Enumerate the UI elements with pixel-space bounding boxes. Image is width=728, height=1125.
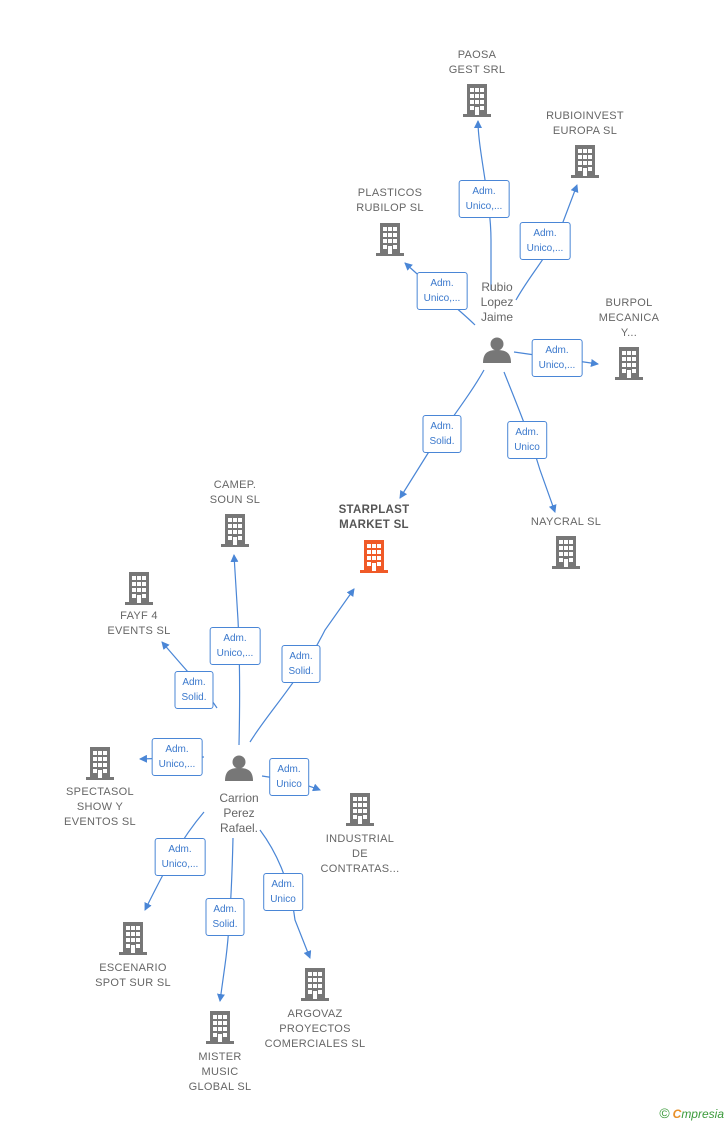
company-label-camep[interactable]: CAMEP. SOUN SL: [209, 479, 261, 506]
person-label-rubio[interactable]: Rubio Lopez Jaime: [480, 280, 514, 324]
company-label-industrial[interactable]: INDUSTRIAL DE CONTRATAS...: [320, 833, 400, 875]
edge-line: [259, 829, 312, 959]
edge-role-label[interactable]: Adm. Solid.: [174, 671, 214, 709]
edge-role-label[interactable]: Adm. Unico: [263, 873, 303, 911]
edge-role-label[interactable]: Adm. Unico,...: [209, 627, 261, 665]
building-icon[interactable]: [376, 223, 404, 256]
building-icon[interactable]: [571, 145, 599, 178]
edge-role-label[interactable]: Adm. Solid.: [281, 645, 321, 683]
company-label-starplast[interactable]: STARPLAST MARKET SL: [338, 504, 410, 531]
building-icon[interactable]: [119, 922, 147, 955]
company-label-escenario[interactable]: ESCENARIO SPOT SUR SL: [95, 962, 171, 989]
company-label-naycral[interactable]: NAYCRAL SL: [530, 516, 602, 528]
company-label-plasticos[interactable]: PLASTICOS RUBILOP SL: [356, 187, 424, 214]
brand-name: mpresia: [681, 1107, 724, 1121]
building-icon[interactable]: [360, 540, 388, 573]
building-icon[interactable]: [552, 536, 580, 569]
building-icon[interactable]: [301, 968, 329, 1001]
company-label-mister[interactable]: MISTER MUSIC GLOBAL SL: [188, 1051, 252, 1093]
company-label-argovaz[interactable]: ARGOVAZ PROYECTOS COMERCIALES SL: [264, 1008, 366, 1050]
brand-initial: C: [672, 1107, 682, 1121]
building-icon[interactable]: [615, 347, 643, 380]
building-icon[interactable]: [346, 793, 374, 826]
brand-footer: ©Cmpresia: [659, 1105, 724, 1121]
company-label-paosa[interactable]: PAOSA GEST SRL: [448, 49, 506, 76]
edge-role-label[interactable]: Adm. Solid.: [205, 898, 245, 936]
edge-role-label[interactable]: Adm. Unico,...: [519, 222, 571, 260]
edge-line: [230, 554, 241, 746]
edge-role-label[interactable]: Adm. Unico,...: [151, 738, 203, 776]
edge-role-label[interactable]: Adm. Unico,...: [416, 272, 468, 310]
edge-role-label[interactable]: Adm. Solid.: [422, 415, 462, 453]
person-label-carrion[interactable]: Carrion Perez Rafael.: [219, 791, 259, 835]
building-icon[interactable]: [206, 1011, 234, 1044]
company-label-burpol[interactable]: BURPOL MECANICA Y...: [598, 297, 660, 339]
edge-role-label[interactable]: Adm. Unico,...: [154, 838, 206, 876]
person-icon[interactable]: [225, 755, 253, 782]
person-icon[interactable]: [483, 337, 511, 364]
edge-line: [503, 371, 557, 513]
edge-role-label[interactable]: Adm. Unico: [507, 421, 547, 459]
copyright-icon: ©: [659, 1105, 670, 1121]
building-icon[interactable]: [86, 747, 114, 780]
company-label-spectasol[interactable]: SPECTASOL SHOW Y EVENTOS SL: [64, 786, 136, 828]
edge-role-label[interactable]: Adm. Unico: [269, 758, 309, 796]
building-icon[interactable]: [463, 84, 491, 117]
edge-role-label[interactable]: Adm. Unico,...: [458, 180, 510, 218]
company-label-rubioinvest[interactable]: RUBIOINVEST EUROPA SL: [546, 110, 624, 137]
building-icon[interactable]: [221, 514, 249, 547]
company-label-fayf[interactable]: FAYF 4 EVENTS SL: [107, 610, 171, 637]
edge-role-label[interactable]: Adm. Unico,...: [531, 339, 583, 377]
building-icon[interactable]: [125, 572, 153, 605]
edge-line: [249, 588, 355, 743]
